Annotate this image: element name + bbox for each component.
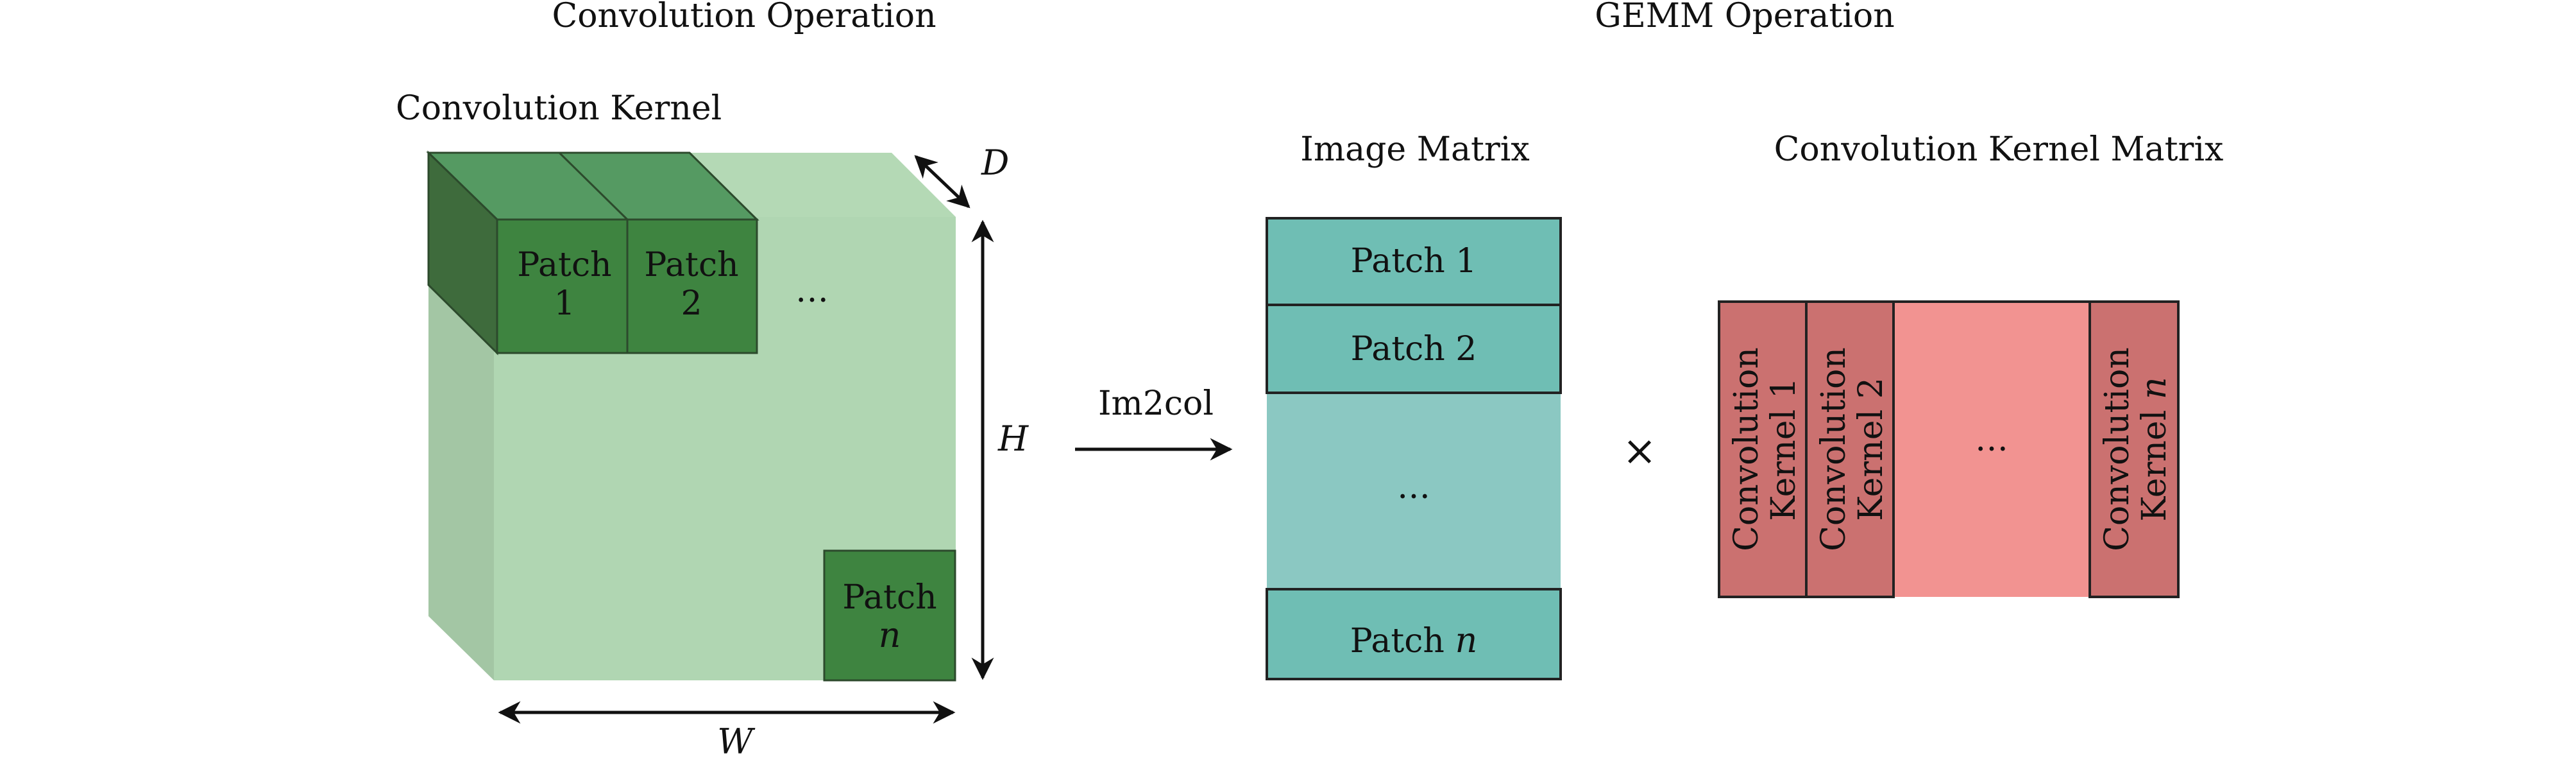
kernel-matrix: [1718, 300, 2180, 598]
kernel-column-2-line-2: Kernel 2: [1852, 377, 1890, 521]
kernel-column-n-line-2-word: Kernel: [2135, 399, 2174, 522]
image-matrix-row-patch-2: [1266, 304, 1562, 394]
image-matrix-title: Image Matrix: [1300, 130, 1529, 169]
width-label: W: [717, 721, 756, 758]
image-matrix-middle: [1267, 393, 1561, 589]
kernel-column-n-line-2-number: n: [2133, 377, 2174, 399]
convolution-operation-title: Convolution Operation: [552, 0, 936, 35]
patch-1-box: [496, 218, 629, 354]
image-matrix-patch-n-word: Patch: [1350, 622, 1455, 660]
image-matrix-patch-1-label: Patch 1: [1351, 242, 1477, 280]
depth-arrow: [914, 155, 970, 209]
multiply-sign: ×: [1622, 427, 1657, 475]
kernel-column-1: [1718, 300, 1808, 598]
kernel-column-n-line-2: Kernel n: [2133, 377, 2174, 521]
kernel-patches: [426, 150, 759, 356]
patch-n-box: [823, 549, 956, 682]
depth-label: D: [981, 142, 1009, 183]
patch-1-number: 1: [554, 284, 575, 323]
patch-2-number: 2: [681, 284, 702, 323]
patch-1-label: Patch: [517, 246, 611, 284]
image-matrix-row-patch-n: [1266, 588, 1562, 680]
kernel-column-1-line-2: Kernel 1: [1765, 377, 1803, 521]
image-matrix-ellipsis: …: [1397, 468, 1430, 506]
kernel-matrix-fill: [1894, 302, 2090, 597]
patch-top-divider: [558, 151, 629, 221]
kernel-column-1-line-1: Convolution: [1727, 347, 1766, 551]
patch-ellipsis: …: [795, 271, 829, 310]
convolution-kernel-label: Convolution Kernel: [396, 89, 722, 128]
image-matrix: [1266, 217, 1562, 680]
kernel-matrix-title: Convolution Kernel Matrix: [1774, 130, 2224, 169]
patch-n-label: Patch: [842, 578, 936, 617]
height-label: H: [997, 418, 1029, 459]
image-matrix-patch-2-label: Patch 2: [1351, 330, 1477, 368]
patch-n-number: n: [879, 615, 901, 655]
patch-2-label: Patch: [644, 246, 738, 284]
image-matrix-patch-n-number: n: [1455, 620, 1477, 660]
patch-2-box: [626, 218, 758, 354]
kernel-column-2-line-1: Convolution: [1815, 347, 1853, 551]
kernel-matrix-ellipsis: …: [1975, 420, 2008, 459]
kernel-column-n-line-1: Convolution: [2098, 347, 2137, 551]
im2col-label: Im2col: [1098, 384, 1214, 423]
kernel-column-2: [1805, 300, 1895, 598]
kernel-column-n: [2089, 300, 2180, 598]
gemm-operation-title: GEMM Operation: [1595, 0, 1894, 35]
image-matrix-patch-n-label: Patch n: [1350, 620, 1477, 660]
